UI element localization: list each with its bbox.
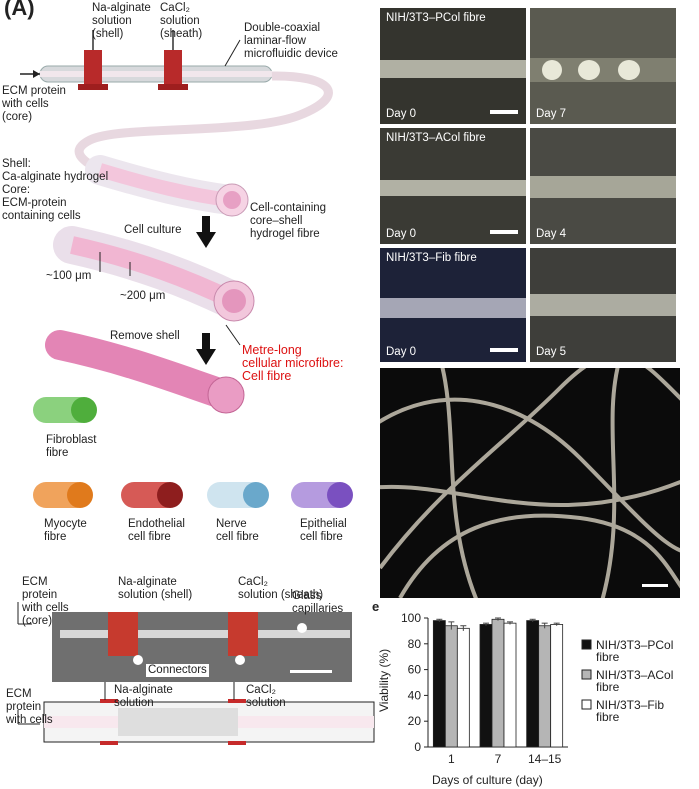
bar — [491, 618, 505, 748]
x-tick-label: 14–15 — [528, 752, 562, 766]
dim-200-label: ~200 μm — [120, 290, 166, 302]
micrograph-fib-day5: Day 5 — [530, 248, 676, 362]
scale-bar — [642, 584, 668, 587]
device-label: Double-coaxial laminar-flow microfluidic… — [244, 22, 338, 60]
cell-fibre-label: Metre-long cellular microfibre: Cell fib… — [242, 343, 344, 383]
micrograph-day: Day 7 — [536, 108, 567, 120]
fibre-label: Cell-containing core–shell hydrogel fibr… — [250, 202, 327, 240]
bar — [550, 624, 564, 748]
legend-label: NIH/3T3–Fib — [596, 698, 664, 712]
micrograph-fib-day0: NIH/3T3–Fib fibre Day 0 — [380, 248, 526, 362]
micrograph-day: Day 4 — [536, 228, 567, 240]
micrograph-pcol-day7: Day 7 — [530, 8, 676, 124]
photo-ecm-label: ECM protein with cells (core) — [22, 576, 69, 627]
legend-label: fibre — [596, 680, 620, 694]
arrow-down-1 — [196, 216, 216, 248]
device-core — [40, 71, 272, 77]
y-tick-label: 80 — [408, 637, 422, 651]
na-alginate-label: Na-alginate solution (shell) — [92, 2, 151, 40]
micrograph-acol-day0: NIH/3T3–ACol fibre Day 0 — [380, 128, 526, 244]
panel-label-a: (A) — [4, 0, 35, 20]
bar — [538, 625, 552, 748]
legend-label: NIH/3T3–ACol — [596, 668, 673, 682]
xsec-na-alginate-label: Na-alginate solution — [114, 684, 173, 709]
nerve-label: Nerve cell fibre — [216, 518, 259, 543]
legend-swatch — [581, 699, 592, 710]
y-tick-label: 40 — [408, 688, 422, 702]
fibres-photo — [380, 368, 680, 598]
legend-swatch — [581, 669, 592, 680]
dim-100-label: ~100 μm — [46, 270, 92, 282]
bar — [444, 625, 458, 748]
xsec-ecm-label: ECM protein with cells — [6, 688, 53, 726]
bar — [479, 624, 493, 748]
cell-culture-label: Cell culture — [124, 224, 182, 236]
bar — [432, 620, 446, 748]
bar — [456, 627, 470, 748]
legend-label: fibre — [596, 710, 620, 724]
fibre-loop — [74, 71, 333, 175]
fibroblast-label: Fibroblast fibre — [46, 434, 97, 459]
schematic-drawing — [17, 30, 375, 745]
shell-core-label: Shell: Ca-alginate hydrogel Core: ECM-pr… — [2, 158, 109, 222]
scale-bar — [490, 230, 518, 234]
legend-label: fibre — [596, 650, 620, 664]
viability-chart: 0 20 40 60 80 100 1 7 14–15 Viability (%) Days … — [377, 611, 673, 787]
ecm-core-label: ECM protein with cells (core) — [2, 85, 66, 123]
remove-shell-label: Remove shell — [110, 330, 180, 342]
y-axis-label: Viability (%) — [377, 649, 391, 712]
photo-glass-label: Glass capillaries — [292, 590, 344, 615]
x-tick-label: 1 — [448, 752, 455, 766]
micrograph-pcol-day0: NIH/3T3–PCol fibre Day 0 — [380, 8, 526, 124]
bar — [526, 620, 540, 748]
connector-sheath — [164, 50, 182, 90]
x-tick-label: 7 — [495, 752, 502, 766]
photo-cacl2-label: CaCl₂ solution (sheath) — [238, 576, 324, 601]
y-tick-label: 100 — [401, 611, 421, 625]
arrow-down-2 — [196, 333, 216, 365]
micrograph-title: NIH/3T3–Fib fibre — [386, 252, 477, 264]
micrograph-day: Day 5 — [536, 346, 567, 358]
y-tick-label: 60 — [408, 663, 422, 677]
scale-bar — [490, 110, 518, 114]
micrograph-day: Day 0 — [386, 228, 417, 240]
y-tick-label: 20 — [408, 714, 422, 728]
legend-swatch — [581, 639, 592, 650]
micrograph-day: Day 0 — [386, 346, 417, 358]
y-tick-label: 0 — [414, 740, 421, 754]
cacl2-label: CaCl₂ solution (sheath) — [160, 2, 203, 40]
photo-na-alginate-label: Na-alginate solution (shell) — [118, 576, 193, 601]
bar — [503, 622, 517, 748]
connector-shell — [84, 50, 102, 90]
endothelial-label: Endothelial cell fibre — [128, 518, 185, 543]
epithelial-label: Epithelial cell fibre — [300, 518, 347, 543]
xsec-cacl2-label: CaCl₂ solution — [246, 684, 286, 709]
legend-label: NIH/3T3–PCol — [596, 638, 673, 652]
micrograph-title: NIH/3T3–PCol fibre — [386, 12, 486, 24]
x-axis-label: Days of culture (day) — [432, 773, 543, 787]
scale-bar — [490, 348, 518, 352]
myocyte-label: Myocyte fibre — [44, 518, 87, 543]
panel-label-e: e — [372, 599, 380, 614]
micrograph-title: NIH/3T3–ACol fibre — [386, 132, 486, 144]
micrograph-acol-day4: Day 4 — [530, 128, 676, 244]
photo-connectors-label: Connectors — [146, 664, 209, 677]
micrograph-day: Day 0 — [386, 108, 417, 120]
